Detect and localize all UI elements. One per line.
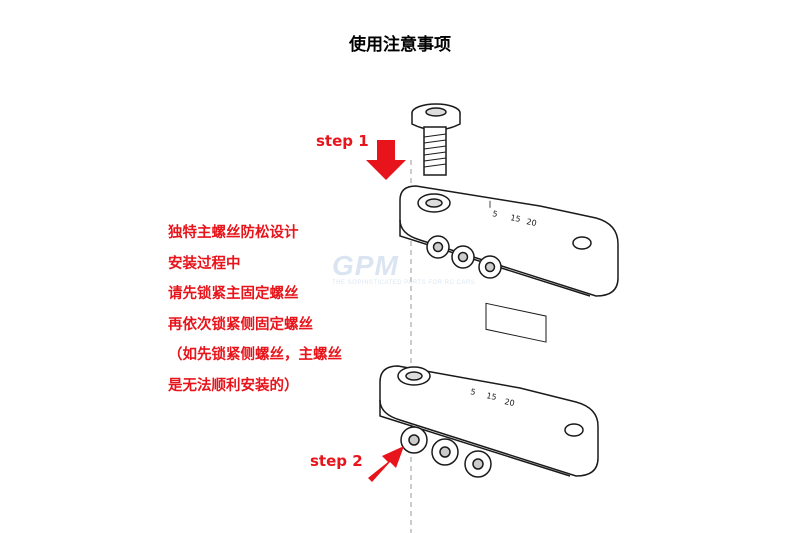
step-1-label: step 1 <box>316 132 369 150</box>
note-line: 安装过程中 <box>168 255 241 272</box>
diagonal-arrow-icon <box>368 446 404 482</box>
svg-text:15: 15 <box>510 213 522 224</box>
installation-notes: 独特主螺丝防松设计 安装过程中 请先锁紧主固定螺丝 再依次锁紧侧固定螺丝 （如先… <box>168 218 342 401</box>
part-bottom: 5 15 20 <box>379 365 599 477</box>
part-top: 5 15 20 <box>399 185 619 343</box>
svg-text:20: 20 <box>504 397 516 408</box>
note-line: 独特主螺丝防松设计 <box>168 225 299 241</box>
note-line: 再依次锁紧侧固定螺丝 <box>168 316 313 333</box>
watermark-brand: GPM <box>332 250 399 281</box>
note-line: 是无法顺利安装的） <box>168 377 299 394</box>
svg-text:15: 15 <box>486 391 498 402</box>
svg-text:5: 5 <box>470 387 477 397</box>
step-2-label: step 2 <box>310 452 363 470</box>
svg-text:20: 20 <box>526 217 538 228</box>
side-screws-top <box>426 235 502 279</box>
watermark: GPM THE SOPHISTICATED PARTS FOR RC CARS <box>332 250 475 286</box>
side-screws-bottom <box>400 426 492 478</box>
page-title: 使用注意事项 <box>349 35 451 55</box>
main-screw-icon <box>411 103 461 176</box>
down-arrow-icon <box>366 140 406 180</box>
note-line: （如先锁紧侧螺丝，主螺丝 <box>168 347 342 363</box>
svg-text:5: 5 <box>492 209 499 219</box>
watermark-tagline: THE SOPHISTICATED PARTS FOR RC CARS <box>332 280 476 286</box>
note-line: 请先锁紧主固定螺丝 <box>168 286 299 302</box>
